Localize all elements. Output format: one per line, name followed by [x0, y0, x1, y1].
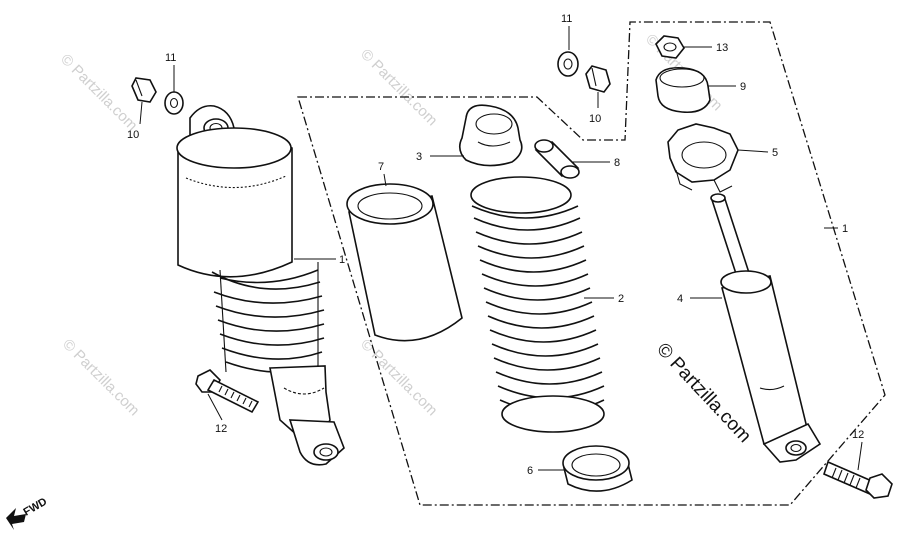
callout-8: 8 [614, 157, 620, 169]
watermark-faint: © Partzilla.com [59, 336, 142, 419]
callout-2: 2 [618, 293, 624, 305]
callout-1-right: 1 [842, 223, 848, 235]
callout-3: 3 [416, 151, 422, 163]
bushing [534, 139, 580, 179]
rubber-bushing [655, 66, 711, 114]
shock-absorber-assembly-left [176, 104, 345, 466]
bolt-left [195, 369, 260, 414]
callout-7: 7 [378, 161, 384, 173]
spring-seat [562, 445, 633, 492]
dust-cover [346, 183, 463, 342]
callout-4: 4 [677, 293, 683, 305]
callout-6: 6 [527, 465, 533, 477]
watermark-faint: © Partzilla.com [57, 51, 140, 134]
callout-10-right: 10 [589, 113, 601, 125]
callout-1-left: 1 [339, 254, 345, 266]
cap-nut-left [131, 77, 157, 103]
callout-9: 9 [740, 81, 746, 93]
watermark-faint: © Partzilla.com [357, 46, 440, 129]
lock-nut [655, 35, 685, 59]
callout-12-right: 12 [852, 429, 864, 441]
washer-right [557, 51, 579, 77]
spring-seat-stopper [458, 104, 523, 167]
forward-direction-indicator: FWD [6, 496, 49, 530]
callout-11-left: 11 [165, 52, 176, 64]
callout-5: 5 [772, 147, 778, 159]
watermark-faint: © Partzilla.com [357, 336, 440, 419]
fwd-label: FWD [22, 496, 50, 519]
shock-spring [470, 176, 605, 433]
spring-adjuster [667, 123, 739, 193]
callout-13: 13 [716, 42, 728, 54]
damper [710, 193, 822, 463]
callout-11-right: 11 [561, 13, 572, 25]
assembly-frame [297, 21, 886, 506]
bolt-right [823, 460, 893, 499]
washer-left [164, 91, 184, 115]
callout-10-left: 10 [127, 129, 139, 141]
cap-nut-right [585, 65, 611, 93]
callout-12-left: 12 [215, 423, 227, 435]
